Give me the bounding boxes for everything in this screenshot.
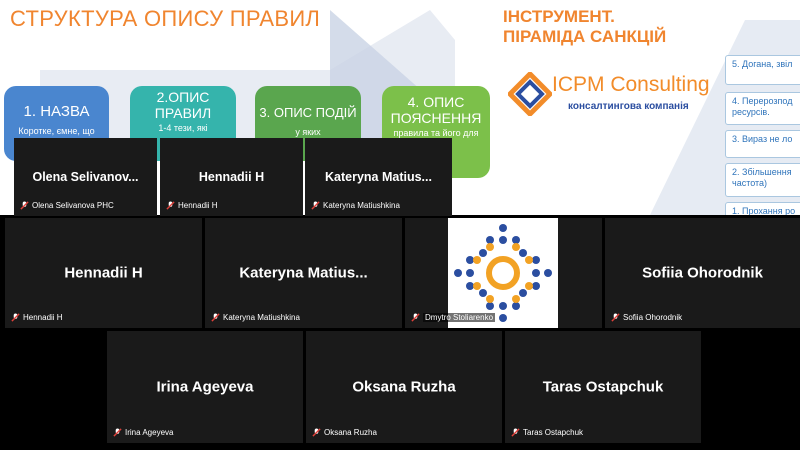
participant-display-name: Kateryna Matius... — [325, 170, 432, 184]
participant-display-name: Oksana Ruzha — [352, 378, 456, 396]
microphone-muted-icon — [311, 200, 320, 210]
participant-tile[interactable]: Hennadii H Hennadii H — [160, 138, 303, 216]
pyramid-level-1: 1. Прохання ро — [725, 202, 800, 215]
participant-tile[interactable]: Irina Ageyeva Irina Ageyeva — [107, 331, 303, 443]
shared-screen: СТРУКТУРА ОПИСУ ПРАВИЛ ІНСТРУМЕНТ. ПІРАМ… — [0, 0, 800, 215]
participant-tile[interactable]: Olena Selivanov... Olena Selivanova PHC — [14, 138, 157, 216]
dotted-logo-icon — [454, 224, 552, 322]
participant-label: Taras Ostapchuk — [511, 426, 583, 438]
participant-tile[interactable]: Sofiia Ohorodnik Sofiia Ohorodnik — [605, 218, 800, 328]
participant-label: Sofiia Ohorodnik — [611, 311, 682, 323]
pyramid-level-5: 5. Догана, звіл — [725, 55, 800, 85]
participant-display-name: Kateryna Matius... — [239, 264, 368, 282]
logo-tagline: консалтингова компанія — [568, 101, 689, 112]
rule-box-sub: у яких — [295, 127, 321, 137]
participant-label: Oksana Ruzha — [312, 426, 377, 438]
participant-tile[interactable]: Dmytro Stoliarenko — [405, 218, 602, 328]
participant-label-text: Taras Ostapchuk — [523, 427, 584, 437]
participant-label-text: Dmytro Stoliarenko — [423, 312, 496, 322]
participant-display-name: Irina Ageyeva — [156, 378, 254, 396]
rule-box-head: 1. НАЗВА — [23, 103, 90, 120]
microphone-muted-icon — [611, 312, 620, 322]
participant-display-name: Taras Ostapchuk — [542, 378, 664, 396]
participant-label-text: Olena Selivanova PHC — [32, 200, 114, 210]
icpm-logo-icon — [508, 72, 552, 116]
participant-tile[interactable]: Taras Ostapchuk Taras Ostapchuk — [505, 331, 701, 443]
microphone-muted-icon — [411, 312, 420, 322]
participant-tile[interactable]: Kateryna Matius... Kateryna Matiushkina — [205, 218, 402, 328]
participant-label-text: Sofiia Ohorodnik — [623, 312, 683, 322]
rule-box-sub: 1-4 тези, які — [158, 123, 208, 133]
logo-name: ICPM Consulting — [552, 73, 710, 96]
participant-label-text: Irina Ageyeva — [125, 427, 174, 437]
participant-label-text: Oksana Ruzha — [324, 427, 377, 437]
participant-label-text: Hennadii H — [178, 200, 218, 210]
participant-label: Dmytro Stoliarenko — [411, 311, 496, 323]
participant-display-name: Olena Selivanov... — [32, 170, 139, 184]
slide-title-pyramid: ІНСТРУМЕНТ. ПІРАМІДА САНКЦІЙ — [503, 7, 743, 47]
rule-box-sub: Коротке, ємне, що — [18, 126, 95, 136]
participant-display-name: Hennadii H — [198, 170, 265, 184]
participant-label-text: Hennadii H — [23, 312, 63, 322]
participant-label: Hennadii H — [11, 311, 63, 323]
participant-display-name: Sofiia Ohorodnik — [642, 264, 763, 282]
participant-label-text: Kateryna Matiushkina — [323, 200, 400, 210]
slide-title-structure: СТРУКТУРА ОПИСУ ПРАВИЛ — [10, 6, 321, 31]
participant-tile[interactable]: Kateryna Matius... Kateryna Matiushkina — [305, 138, 452, 216]
participant-avatar — [448, 218, 558, 328]
rule-box-head: 2.ОПИС ПРАВИЛ — [154, 89, 212, 121]
slide-title-line2: ПІРАМІДА САНКЦІЙ — [503, 27, 667, 46]
participant-label-text: Kateryna Matiushkina — [223, 312, 300, 322]
pyramid-level-3: 3. Вираз не ло — [725, 130, 800, 158]
participant-tile[interactable]: Oksana Ruzha Oksana Ruzha — [306, 331, 502, 443]
microphone-muted-icon — [511, 427, 520, 437]
slide-title-line1: ІНСТРУМЕНТ. — [503, 7, 615, 26]
participant-tile[interactable]: Hennadii H Hennadii H — [5, 218, 202, 328]
microphone-muted-icon — [166, 200, 175, 210]
participant-label: Hennadii H — [166, 199, 218, 211]
participant-label: Kateryna Matiushkina — [311, 199, 400, 211]
pyramid-level-4: 4. Перерозпод ресурсів. — [725, 92, 800, 125]
microphone-muted-icon — [11, 312, 20, 322]
microphone-muted-icon — [20, 200, 29, 210]
company-logo: ICPM Consulting консалтингова компанія — [508, 70, 710, 122]
microphone-muted-icon — [211, 312, 220, 322]
participant-label: Olena Selivanova PHC — [20, 199, 114, 211]
participant-label: Kateryna Matiushkina — [211, 311, 300, 323]
microphone-muted-icon — [312, 427, 321, 437]
pyramid-level-2: 2. Збільшення частота) — [725, 163, 800, 197]
rule-box-head: 3. ОПИС ПОДІЙ — [259, 105, 357, 120]
participant-display-name: Hennadii H — [64, 264, 143, 282]
rule-box-head: 4. ОПИС ПОЯСНЕННЯ — [390, 94, 482, 126]
participant-label: Irina Ageyeva — [113, 426, 173, 438]
microphone-muted-icon — [113, 427, 122, 437]
